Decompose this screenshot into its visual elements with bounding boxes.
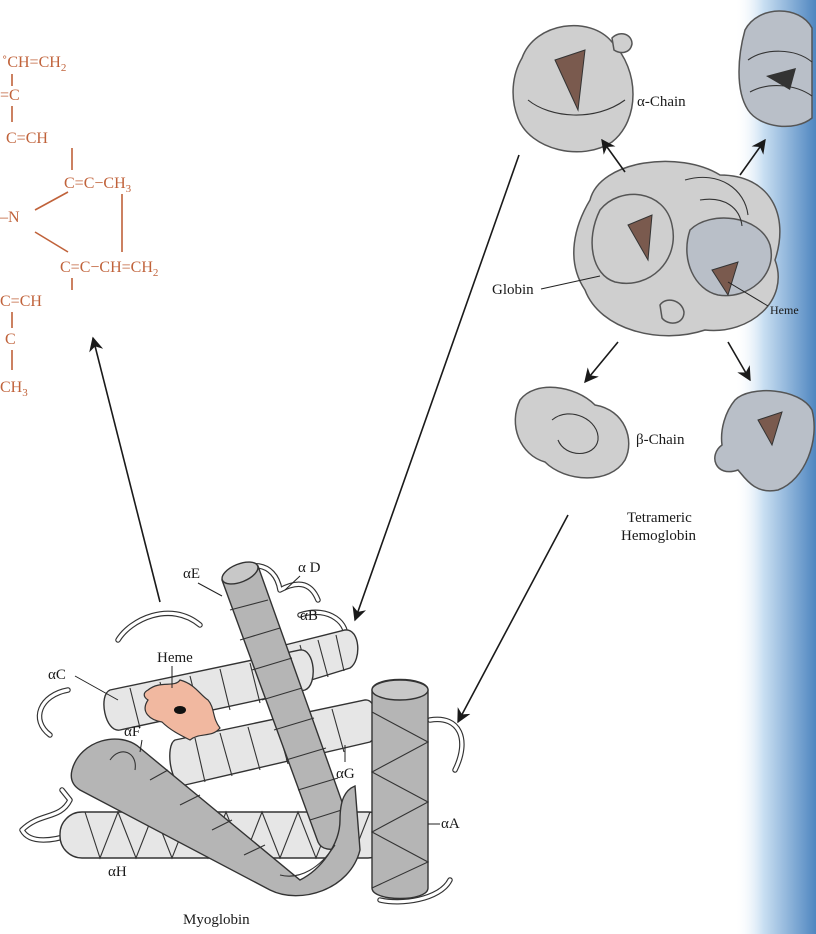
alpha-chain-label: α-Chain bbox=[637, 94, 686, 110]
arrow-to-beta-left bbox=[585, 342, 618, 382]
helix-a-label: αA bbox=[441, 816, 460, 832]
hemoglobin-heme-label: Heme bbox=[770, 303, 799, 317]
helix-f-label: αF bbox=[124, 724, 140, 740]
helix-e-label: αE bbox=[183, 566, 200, 582]
arrow-to-alpha-left bbox=[602, 140, 625, 172]
helix-c-label: αC bbox=[48, 667, 66, 683]
chem-c-lower: C bbox=[5, 331, 16, 348]
chem-ring-top: C=C−CH3 bbox=[64, 175, 132, 195]
helix-c-leader bbox=[75, 676, 118, 700]
beta-chain-label: β-Chain bbox=[636, 432, 685, 448]
helix-b-label: αB bbox=[300, 608, 318, 624]
chem-c-ch-lower: C=CH bbox=[0, 293, 42, 310]
chem-nitrogen: –N bbox=[0, 209, 20, 226]
alpha-chain-right-subunit bbox=[739, 11, 812, 126]
helix-g-label: αG bbox=[336, 766, 355, 782]
chem-bottom-group: CH3 bbox=[0, 379, 28, 399]
arrow-globin-to-myoglobin bbox=[355, 155, 519, 620]
myoglobin-diagram: αE α D αB Heme αC αF αG αA αH Myoglobin bbox=[22, 558, 462, 928]
myoglobin-title: Myoglobin bbox=[183, 912, 250, 928]
chem-bond bbox=[35, 232, 68, 252]
hemoglobin-diagram: α-Chain Globin Heme β-Chain Tetrameric H… bbox=[492, 11, 814, 544]
helix-a bbox=[372, 680, 428, 899]
helix-h-label: αH bbox=[108, 864, 127, 880]
chem-c-ch-upper: C=CH bbox=[6, 130, 48, 147]
helix-d-label: α D bbox=[298, 560, 321, 576]
beta-chain-left-subunit bbox=[515, 387, 628, 478]
alpha-chain-left-subunit bbox=[513, 26, 633, 152]
chem-top-group: ˚CH=CH2 bbox=[2, 54, 66, 74]
heme-chemical-structure: ˚CH=CH2 =C C=CH C=C−CH3 –N C=C−CH=CH2 C=… bbox=[0, 54, 158, 399]
tetrameric-hemoglobin-title-line1: Tetrameric bbox=[627, 510, 692, 526]
arrow-hemoglobin-to-myoglobin bbox=[458, 515, 568, 722]
myoglobin-heme-label: Heme bbox=[157, 650, 193, 666]
chem-bond bbox=[35, 192, 68, 210]
arrow-heme-to-structure bbox=[93, 338, 160, 602]
tetrameric-hemoglobin-title-line2: Hemoglobin bbox=[621, 528, 696, 544]
chem-ring-bottom: C=C−CH=CH2 bbox=[60, 259, 158, 279]
globin-label: Globin bbox=[492, 282, 534, 298]
tetramer-assembly bbox=[574, 161, 780, 335]
helix-e-leader bbox=[198, 583, 222, 596]
chem-c-upper: =C bbox=[0, 87, 20, 104]
